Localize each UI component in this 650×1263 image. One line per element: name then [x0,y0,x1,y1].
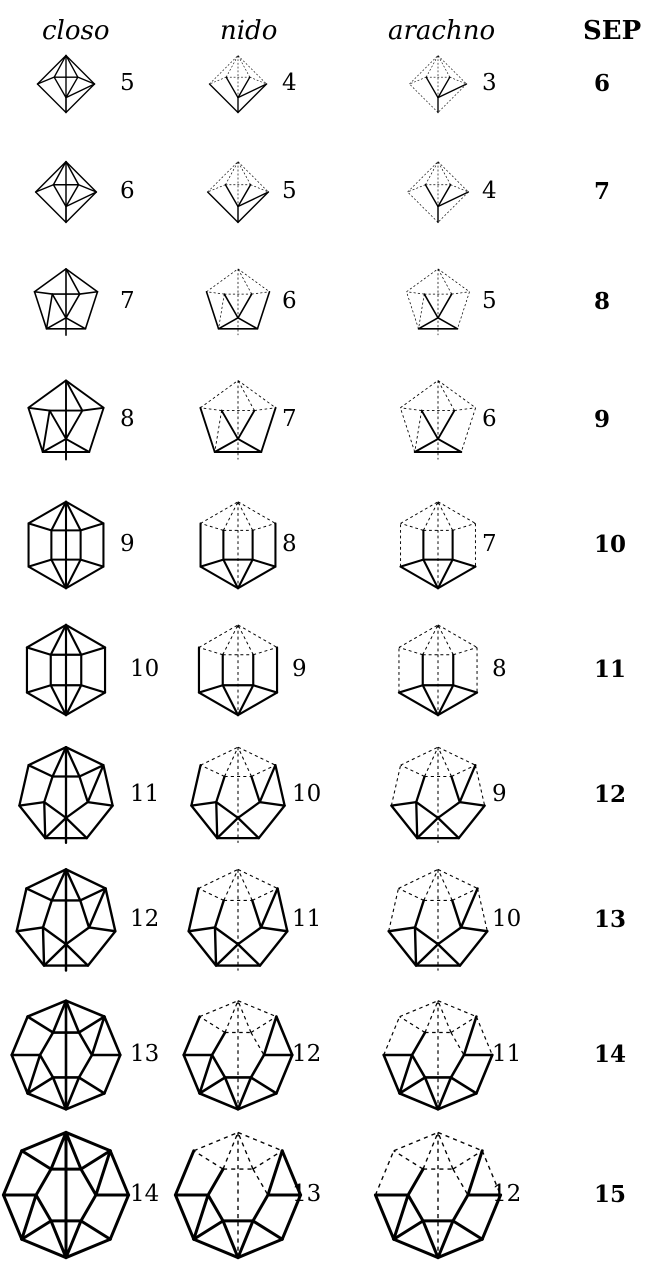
arachno-vertex-count: 9 [492,781,507,807]
column-header-sep: SEP [583,16,641,46]
polyhedron-nido-7 [195,377,281,463]
nido-vertex-count: 4 [282,70,297,96]
closo-vertex-count: 11 [130,781,159,807]
polyhedron-nido-4 [207,53,269,115]
nido-vertex-count: 7 [282,406,297,432]
polyhedron-nido-9 [189,621,287,719]
closo-vertex-count: 14 [130,1181,159,1207]
sep-count: 12 [594,781,626,808]
sep-count: 8 [594,288,610,315]
polyhedron-nido-10 [186,743,290,847]
polyhedron-closo-14 [0,1127,134,1263]
sep-count: 15 [594,1181,626,1208]
polyhedron-arachno-10 [383,865,493,975]
closo-vertex-count: 13 [130,1041,159,1067]
polyhedron-closo-6 [33,159,99,225]
polyhedron-arachno-11 [379,996,497,1114]
nido-vertex-count: 12 [292,1041,321,1067]
nido-vertex-count: 8 [282,531,297,557]
arachno-vertex-count: 6 [482,406,497,432]
nido-vertex-count: 10 [292,781,321,807]
closo-vertex-count: 10 [130,656,159,682]
polyhedron-closo-9 [19,498,113,592]
nido-vertex-count: 11 [292,906,321,932]
polyhedron-closo-13 [7,996,125,1114]
arachno-vertex-count: 8 [492,656,507,682]
closo-vertex-count: 8 [120,406,135,432]
sep-count: 6 [594,70,610,97]
polyhedron-arachno-4 [405,159,471,225]
polyhedron-arachno-9 [386,743,490,847]
closo-vertex-count: 9 [120,531,135,557]
closo-vertex-count: 12 [130,906,159,932]
polyhedron-closo-7 [30,266,102,338]
polyhedron-arachno-8 [389,621,487,719]
sep-count: 10 [594,531,626,558]
polyhedron-closo-8 [23,377,109,463]
arachno-vertex-count: 4 [482,178,497,204]
column-header-arachno: arachno [388,16,495,46]
polyhedron-closo-5 [35,53,97,115]
polyhedron-arachno-3 [407,53,469,115]
polyhedron-nido-8 [191,498,285,592]
column-header-closo: closo [42,16,110,46]
sep-count: 13 [594,906,626,933]
polyhedron-closo-12 [11,865,121,975]
polyhedron-nido-13 [170,1127,306,1263]
sep-count: 7 [594,178,610,205]
polyhedron-nido-5 [205,159,271,225]
polyhedron-arachno-6 [395,377,481,463]
closo-vertex-count: 6 [120,178,135,204]
sep-count: 14 [594,1041,626,1068]
arachno-vertex-count: 12 [492,1181,521,1207]
arachno-vertex-count: 5 [482,288,497,314]
polyhedron-nido-6 [202,266,274,338]
sep-count: 9 [594,406,610,433]
polyhedron-arachno-7 [391,498,485,592]
nido-vertex-count: 5 [282,178,297,204]
polyhedron-closo-10 [17,621,115,719]
arachno-vertex-count: 10 [492,906,521,932]
nido-vertex-count: 13 [292,1181,321,1207]
column-header-nido: nido [220,16,277,46]
closo-vertex-count: 7 [120,288,135,314]
sep-count: 11 [594,656,626,683]
arachno-vertex-count: 7 [482,531,497,557]
closo-vertex-count: 5 [120,70,135,96]
polyhedron-nido-12 [179,996,297,1114]
arachno-vertex-count: 11 [492,1041,521,1067]
polyhedron-arachno-12 [370,1127,506,1263]
polyhedron-arachno-5 [402,266,474,338]
polyhedron-closo-11 [14,743,118,847]
arachno-vertex-count: 3 [482,70,497,96]
nido-vertex-count: 6 [282,288,297,314]
polyhedron-nido-11 [183,865,293,975]
nido-vertex-count: 9 [292,656,307,682]
